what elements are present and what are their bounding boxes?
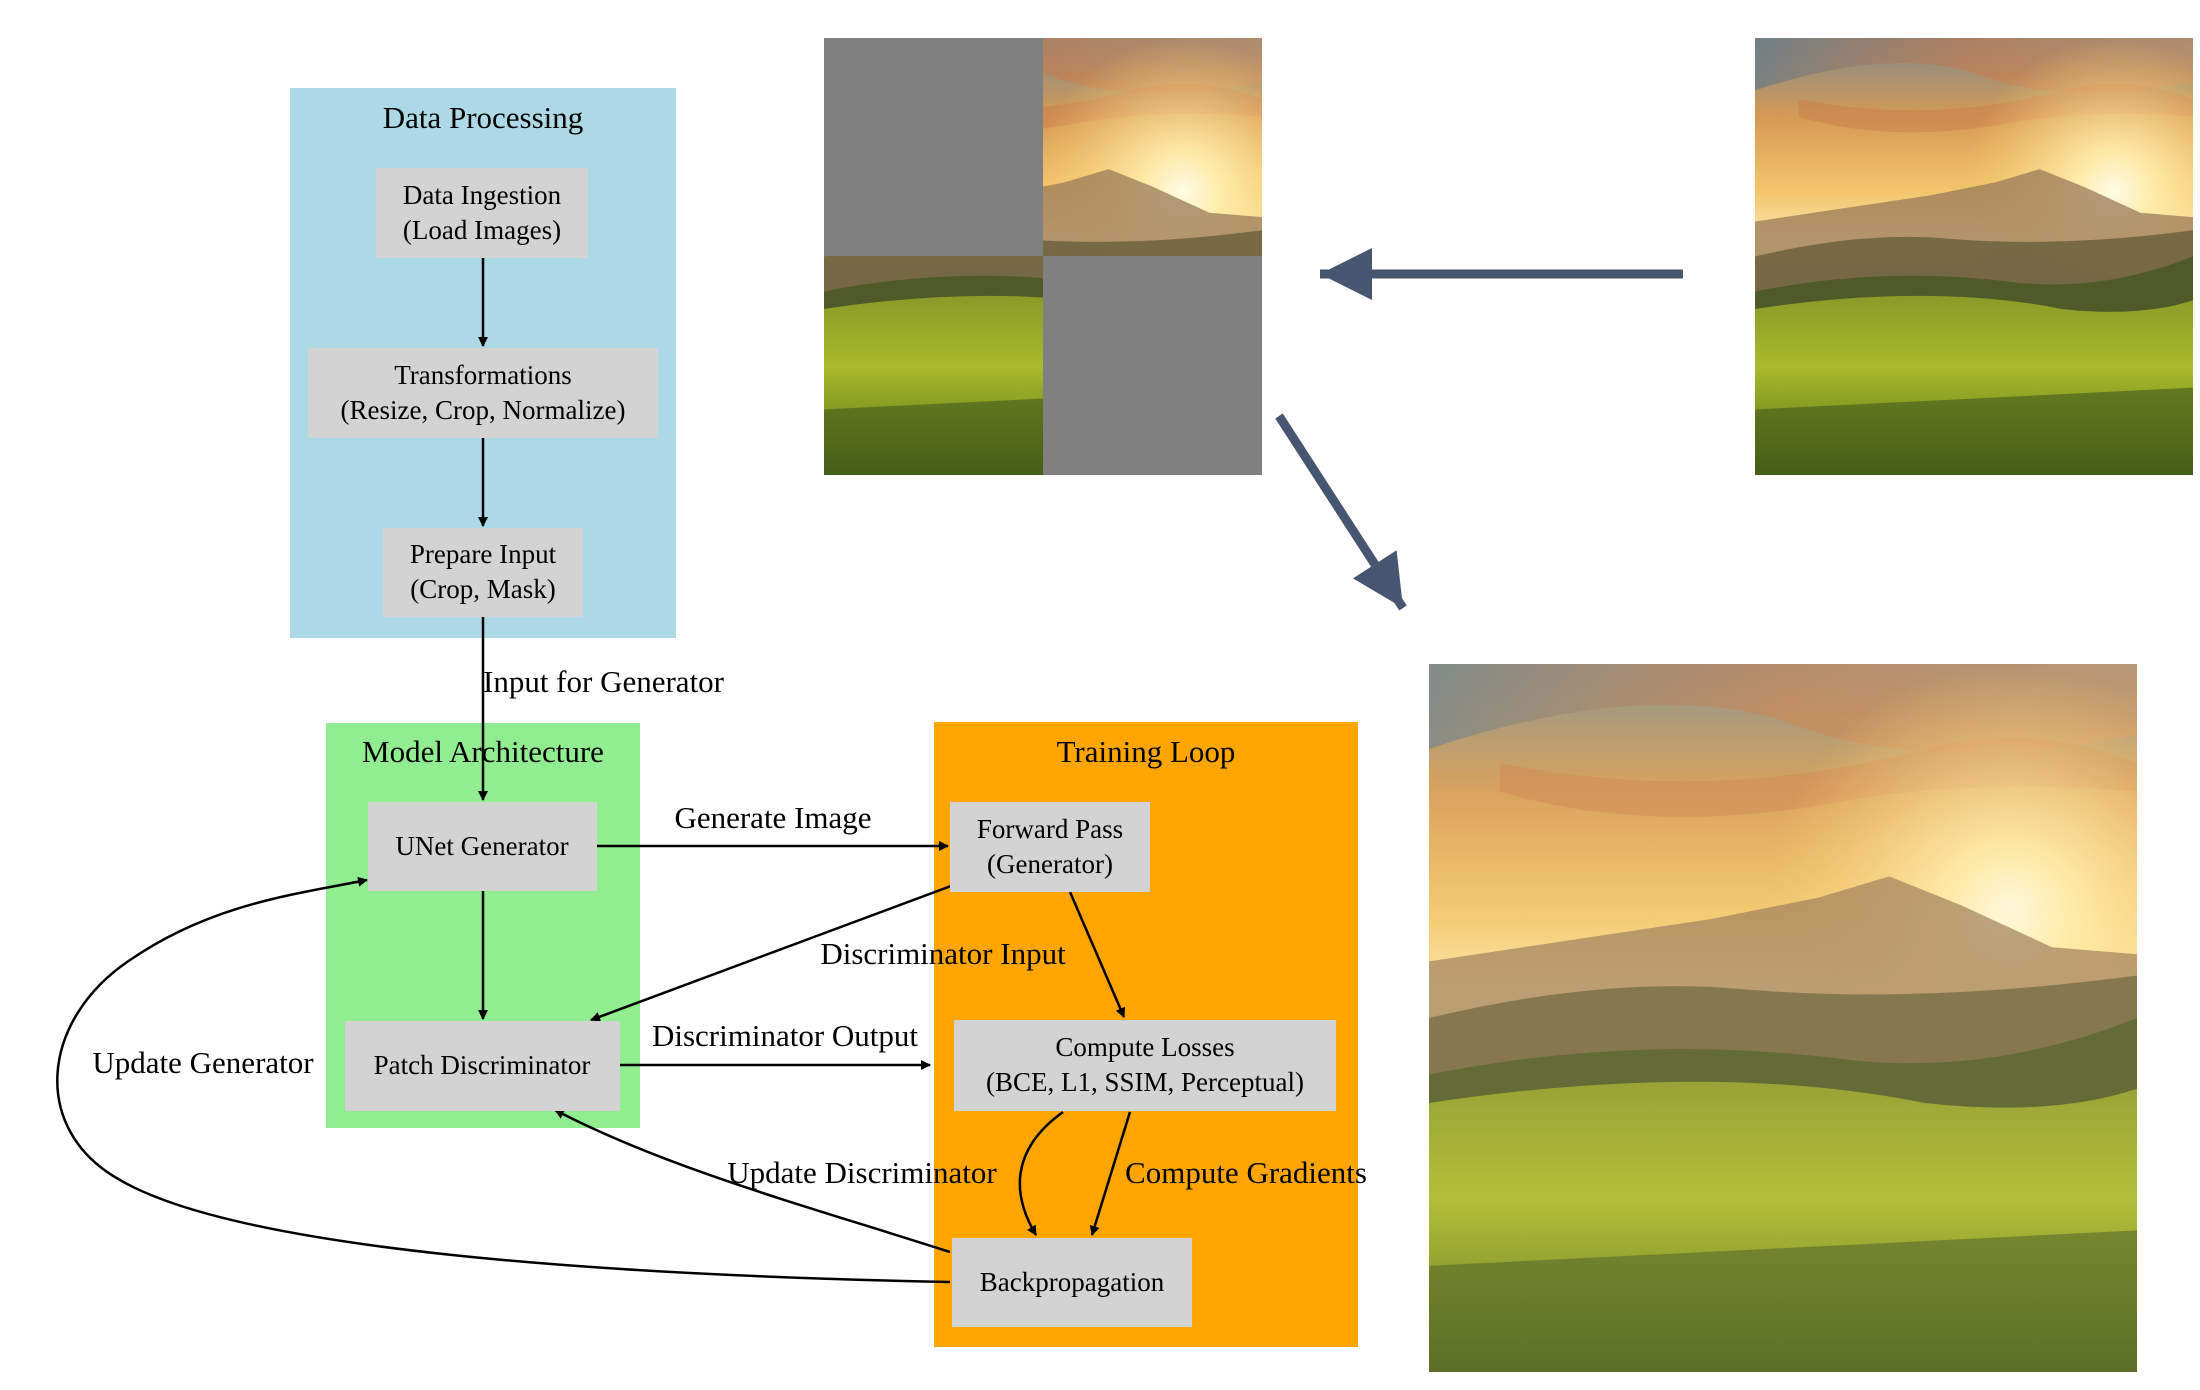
- model-architecture-title: Model Architecture: [362, 734, 604, 769]
- prepare-input-box: [383, 528, 583, 617]
- original-landscape: [1755, 38, 2193, 475]
- original-image: [1755, 38, 2193, 475]
- transformations-line2: (Resize, Crop, Normalize): [341, 395, 626, 425]
- data-processing-title: Data Processing: [383, 100, 584, 135]
- generated-output-haze: [1429, 664, 2137, 1372]
- node-forward-pass: Forward Pass (Generator): [950, 802, 1150, 892]
- edge-losses-to-backprop-left: [1018, 1110, 1064, 1236]
- label-input-for-generator: Input for Generator: [483, 664, 725, 699]
- data-ingestion-line1: Data Ingestion: [403, 180, 562, 210]
- transformations-box: [308, 348, 658, 438]
- transformations-line1: Transformations: [394, 360, 572, 390]
- masked-input-image: [824, 38, 1262, 475]
- compute-losses-line1: Compute Losses: [1055, 1032, 1234, 1062]
- arrow-masked-to-output: [1275, 413, 1407, 611]
- node-transformations: Transformations (Resize, Crop, Normalize…: [308, 348, 658, 438]
- edge-discriminator-input: [590, 884, 952, 1022]
- label-discriminator-output: Discriminator Output: [652, 1018, 918, 1053]
- node-data-ingestion: Data Ingestion (Load Images): [376, 168, 588, 258]
- node-patch-discriminator: Patch Discriminator: [345, 1021, 620, 1111]
- data-ingestion-box: [376, 168, 588, 258]
- backpropagation-label: Backpropagation: [980, 1267, 1165, 1297]
- mask-bottom-right: [1043, 256, 1262, 475]
- compute-losses-line2: (BCE, L1, SSIM, Perceptual): [986, 1067, 1304, 1097]
- generated-output-frame: [1429, 664, 2137, 1372]
- edge-update-generator: [56, 876, 951, 1284]
- label-update-generator: Update Generator: [92, 1045, 314, 1080]
- label-update-discriminator: Update Discriminator: [727, 1155, 997, 1190]
- edge-labels: Input for Generator Generate Image Discr…: [92, 664, 1367, 1190]
- edges: [56, 258, 1132, 1284]
- node-backpropagation: Backpropagation: [952, 1238, 1192, 1327]
- nodes: Data Ingestion (Load Images) Transformat…: [308, 168, 1336, 1327]
- training-loop-title: Training Loop: [1057, 734, 1236, 769]
- node-unet-generator: UNet Generator: [368, 802, 597, 891]
- compute-losses-box: [954, 1020, 1336, 1111]
- label-discriminator-input: Discriminator Input: [820, 936, 1066, 971]
- label-generate-image: Generate Image: [674, 800, 871, 835]
- prepare-input-line2: (Crop, Mask): [410, 574, 555, 604]
- label-compute-gradients: Compute Gradients: [1125, 1155, 1367, 1190]
- patch-discriminator-label: Patch Discriminator: [374, 1050, 591, 1080]
- unet-generator-label: UNet Generator: [395, 831, 568, 861]
- generated-output-image: [1429, 664, 2137, 1372]
- mask-top-left: [824, 38, 1043, 256]
- edge-update-discriminator: [554, 1108, 951, 1254]
- unet-generator-box: [368, 802, 597, 891]
- forward-pass-line1: Forward Pass: [977, 814, 1123, 844]
- forward-pass-line2: (Generator): [987, 849, 1113, 879]
- prepare-input-line1: Prepare Input: [410, 539, 557, 569]
- edge-forward-to-losses: [1068, 891, 1126, 1018]
- edge-compute-gradients: [1089, 1111, 1132, 1236]
- original-frame: [1755, 38, 2193, 475]
- node-prepare-input: Prepare Input (Crop, Mask): [383, 528, 583, 617]
- patch-discriminator-box: [345, 1021, 620, 1111]
- node-compute-losses: Compute Losses (BCE, L1, SSIM, Perceptua…: [954, 1020, 1336, 1111]
- masked-input-frame: [824, 38, 1262, 475]
- big-arrows: [1275, 248, 1683, 611]
- backpropagation-box: [952, 1238, 1192, 1327]
- forward-pass-box: [950, 802, 1150, 892]
- data-ingestion-line2: (Load Images): [403, 215, 561, 245]
